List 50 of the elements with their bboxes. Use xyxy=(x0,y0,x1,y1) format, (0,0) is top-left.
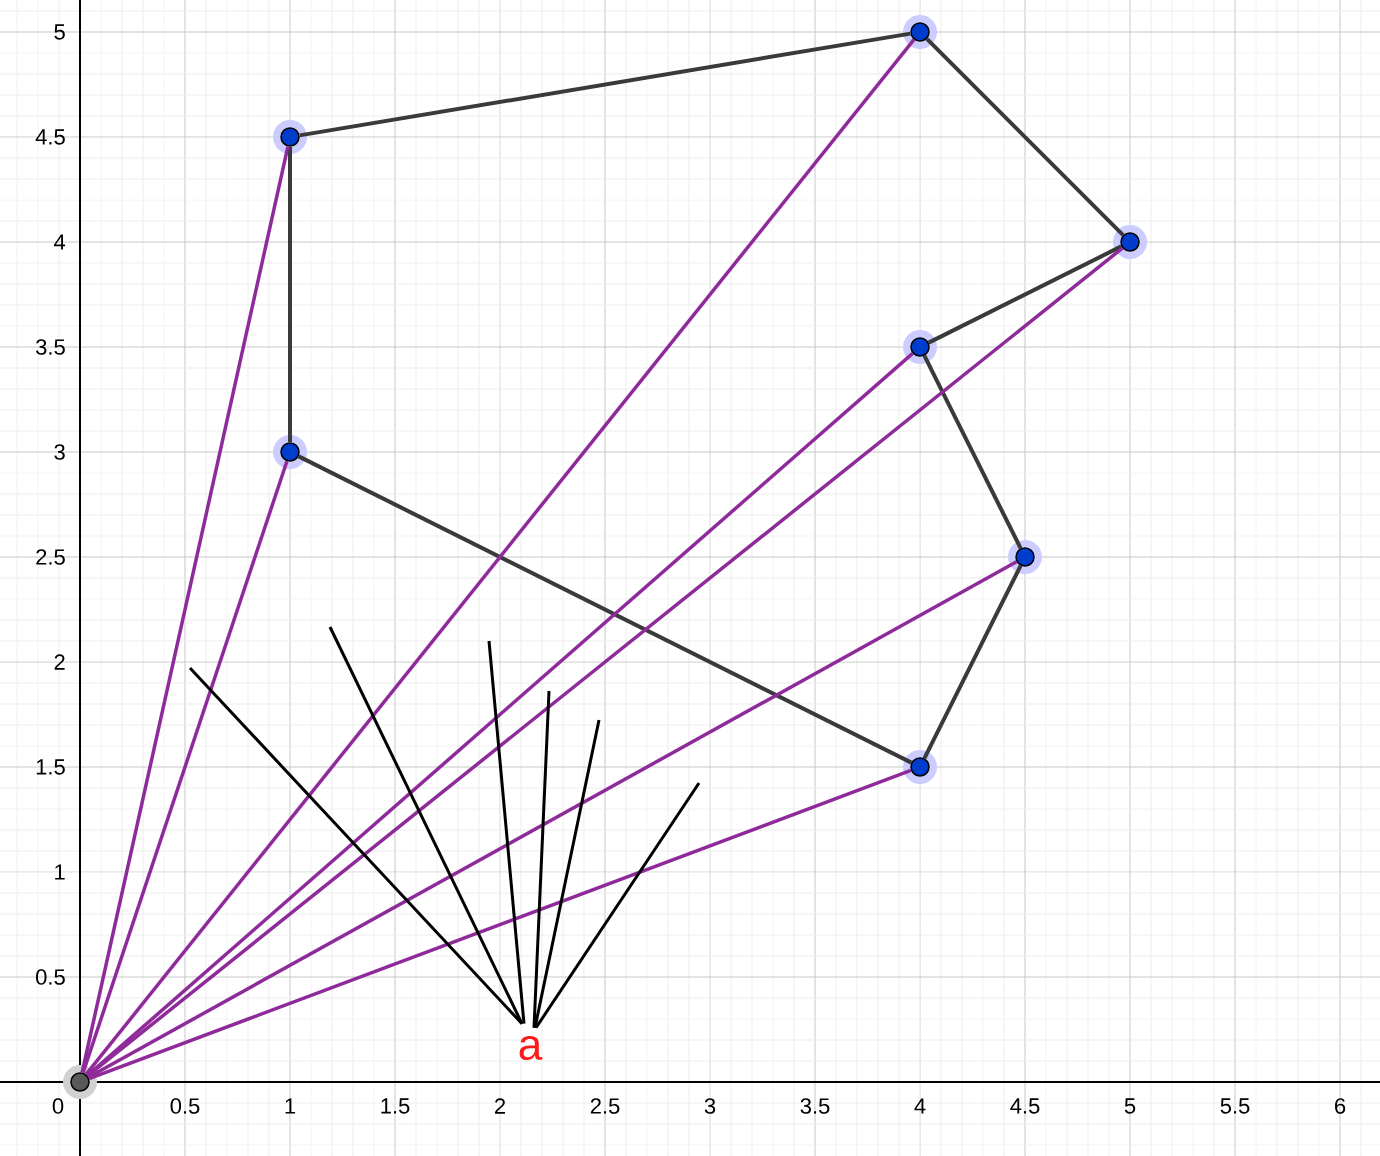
point xyxy=(1008,540,1042,574)
line-segment xyxy=(84,38,916,1076)
tick-label: 4.5 xyxy=(1010,1098,1040,1114)
line-segment xyxy=(925,37,1125,237)
line-segment xyxy=(299,31,911,138)
line-segment xyxy=(87,560,1018,1079)
line-segment xyxy=(88,768,912,1081)
tick-label: 4 xyxy=(914,1098,926,1114)
point xyxy=(903,750,937,784)
tick-label: 2 xyxy=(495,1098,505,1114)
tick-label: 5 xyxy=(1124,1098,1136,1114)
tick-label: 4.5 xyxy=(35,129,65,145)
tick-label: 2.5 xyxy=(36,549,65,565)
tick-label: 3.5 xyxy=(800,1098,830,1114)
line-segment xyxy=(288,146,292,443)
tick-label: 1.5 xyxy=(381,1098,410,1114)
leader-line xyxy=(534,782,701,1029)
tick-label: 3 xyxy=(704,1098,716,1114)
point xyxy=(1113,225,1147,259)
line-segment xyxy=(927,244,1123,345)
tick-label: 1 xyxy=(285,1098,296,1114)
tick-label: 1.5 xyxy=(36,759,65,775)
tick-label: 4 xyxy=(54,234,66,250)
leader-line xyxy=(487,640,526,1024)
leader-line xyxy=(532,690,551,1028)
tick-label: 5 xyxy=(54,24,65,40)
tick-label: 2.5 xyxy=(590,1098,620,1114)
tick-label: 0 xyxy=(52,1098,64,1114)
line-segment xyxy=(922,354,1023,550)
point xyxy=(273,435,307,469)
tick-label: 0.5 xyxy=(170,1098,200,1114)
tick-label: 5.5 xyxy=(1220,1098,1250,1114)
line-segment xyxy=(80,146,290,1073)
tick-label: 0.5 xyxy=(36,969,65,985)
tick-label: 3.5 xyxy=(36,339,65,355)
line-segment xyxy=(81,460,289,1074)
line-segment xyxy=(297,454,913,765)
leader-line xyxy=(533,719,601,1028)
point xyxy=(63,1065,97,1099)
point-label: a xyxy=(519,1035,543,1061)
tick-label: 6 xyxy=(1335,1098,1346,1114)
point xyxy=(273,120,307,154)
tick-label: 2 xyxy=(54,654,65,670)
leader-line xyxy=(328,626,524,1025)
point xyxy=(903,15,937,49)
tick-label: 1 xyxy=(55,864,65,880)
tick-label: 3 xyxy=(54,444,65,460)
point xyxy=(903,330,937,364)
line-segment xyxy=(86,352,914,1077)
line-segment xyxy=(922,564,1023,760)
